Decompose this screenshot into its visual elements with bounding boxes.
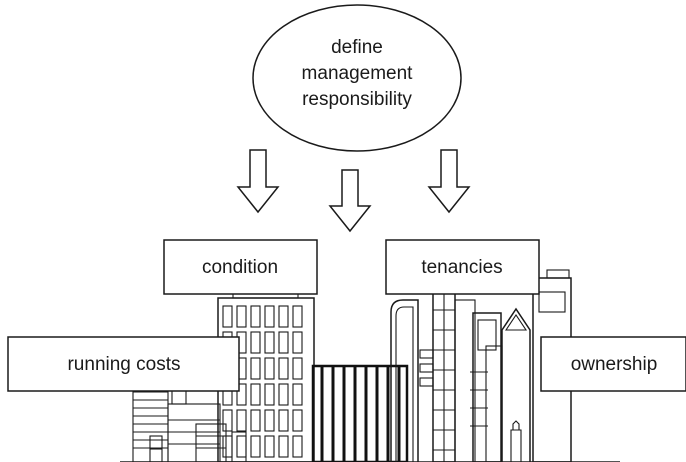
condition-label: condition [202, 257, 278, 278]
tenancies-box: tenancies [385, 239, 540, 295]
condition-box: condition [163, 239, 318, 295]
ellipse-node: define management responsibility [252, 4, 462, 152]
ellipse-line-2: management [302, 63, 414, 84]
ownership-box: ownership [540, 336, 686, 392]
building-right-cluster [390, 269, 572, 462]
ownership-label: ownership [571, 354, 658, 375]
running-costs-box: running costs [7, 336, 240, 392]
running-costs-label: running costs [67, 354, 180, 375]
ellipse-line-3: responsibility [302, 89, 412, 110]
tenancies-label: tenancies [421, 257, 502, 278]
ellipse-line-1: define [331, 37, 383, 58]
down-arrow-center [328, 169, 372, 233]
building-left-low [132, 375, 221, 462]
building-barred-center [311, 364, 409, 462]
down-arrow-left [236, 149, 280, 214]
down-arrow-right [427, 149, 471, 214]
